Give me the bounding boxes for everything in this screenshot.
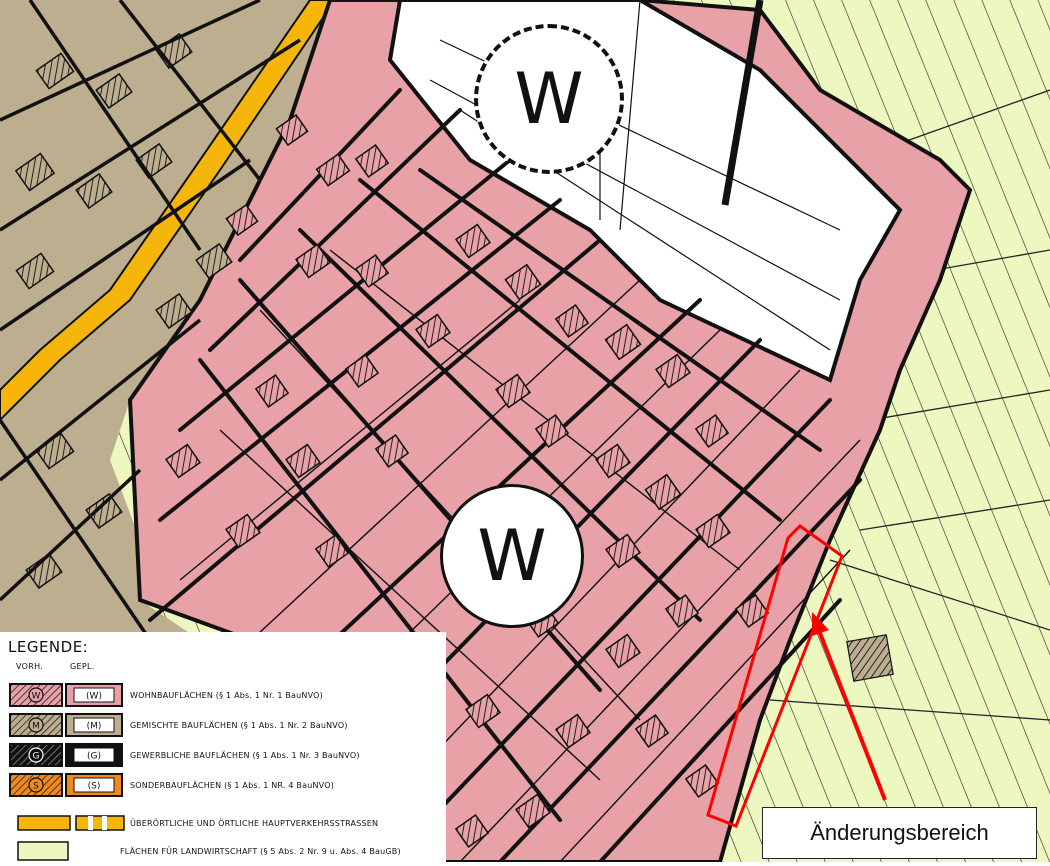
legend-row: S (S) SONDERBAUFLÄCHEN (§ 1 Abs. 1 NR. 4 B… <box>0 772 446 800</box>
legend-label: GEWERBLICHE BAUFLÄCHEN (§ 1 Abs. 1 Nr. 3… <box>130 751 360 760</box>
mixed-use-parcel-lines <box>0 0 301 641</box>
road-symbol <box>17 815 125 831</box>
main-road <box>0 0 337 422</box>
legend-symbol-planned-letter: (G) <box>87 752 101 762</box>
zone-label-w-top: W <box>474 24 624 174</box>
legend-row: FLÄCHEN FÜR LANDWIRTSCHAFT (§ 5 Abs. 2 N… <box>0 838 446 866</box>
legend-row: M (M) GEMISCHTE BAUFLÄCHEN (§ 1 Abs. 1 Nr.… <box>0 712 446 740</box>
legend-symbol-existing-letter: G <box>33 752 40 762</box>
legend-row: ÜBERÖRTLICHE UND ÖRTLICHE HAUPTVERKEHRSS… <box>0 810 446 838</box>
legend-col-existing: VORH. <box>16 662 44 671</box>
legend-label: WOHNBAUFLÄCHEN (§ 1 Abs. 1 Nr. 1 BauNVO) <box>130 691 323 700</box>
legend-label: SONDERBAUFLÄCHEN (§ 1 Abs. 1 NR. 4 BauNV… <box>130 781 335 790</box>
legend-symbol-planned-letter: (W) <box>86 692 102 702</box>
legend-symbol-existing-letter: W <box>32 692 41 702</box>
special-symbol: S (S) <box>9 773 123 797</box>
agriculture-symbol <box>17 841 69 861</box>
change-area-outline <box>706 524 844 828</box>
pointer-line <box>721 0 764 206</box>
legend-label: ÜBERÖRTLICHE UND ÖRTLICHE HAUPTVERKEHRSS… <box>130 819 379 828</box>
field-structure <box>846 634 894 682</box>
mixed-symbol: M (M) <box>9 713 123 737</box>
legend-symbol-existing-letter: S <box>33 782 39 792</box>
change-area-arrow <box>812 612 887 801</box>
change-area-label: Änderungsbereich <box>762 807 1037 859</box>
legend-symbol-existing-letter: M <box>32 722 40 732</box>
legend-panel: LEGENDE: VORH. GEPL. W (W) WOHNBAUFLÄCHEN … <box>0 632 446 862</box>
legend-title: LEGENDE: <box>8 638 89 656</box>
legend-symbol-planned-letter: (M) <box>87 722 102 732</box>
residential-symbol: W (W) <box>9 683 123 707</box>
legend-symbol-planned-letter: (S) <box>88 782 101 792</box>
legend-row: W (W) WOHNBAUFLÄCHEN (§ 1 Abs. 1 Nr. 1 Bau… <box>0 682 446 710</box>
legend-label: GEMISCHTE BAUFLÄCHEN (§ 1 Abs. 1 Nr. 2 B… <box>130 721 348 730</box>
zone-label-w-center: W <box>440 484 584 628</box>
legend-col-planned: GEPL. <box>70 662 95 671</box>
legend-row: G (G) GEWERBLICHE BAUFLÄCHEN (§ 1 Abs. 1 N… <box>0 742 446 770</box>
existing-buildings <box>164 113 770 848</box>
legend-label: FLÄCHEN FÜR LANDWIRTSCHAFT (§ 5 Abs. 2 N… <box>120 847 401 856</box>
commercial-symbol: G (G) <box>9 743 123 767</box>
